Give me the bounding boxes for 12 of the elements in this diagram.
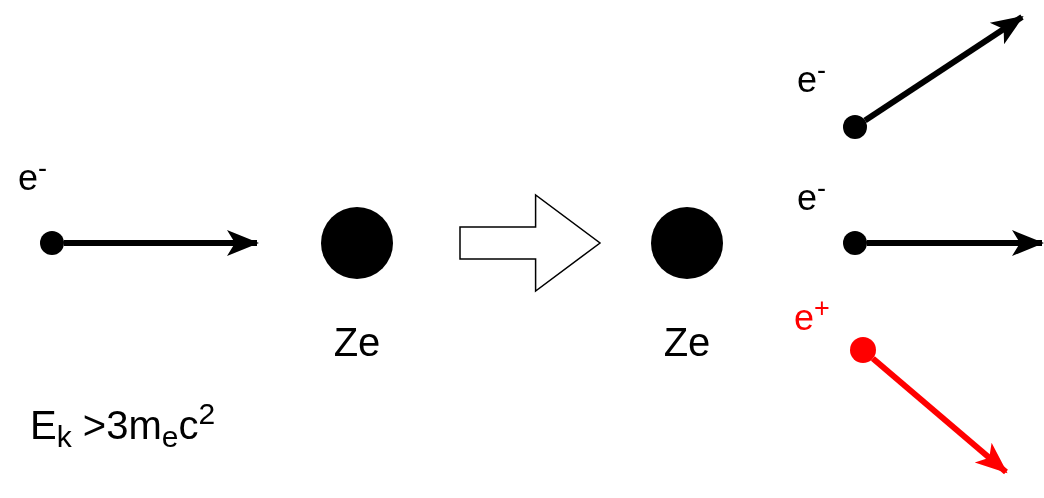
- arrow: [64, 230, 259, 256]
- particle-label: e$^{+}$: [794, 300, 830, 336]
- hollow-arrow: [459, 193, 602, 293]
- particle-label: e$^{-}$: [18, 160, 48, 196]
- energy-condition: E$_{k}$ >3m$_{e}$c$^{2}$: [30, 405, 216, 445]
- particle-label: Ze: [333, 322, 381, 362]
- arrow: [870, 356, 1008, 475]
- particle-label: e$^{-}$: [797, 62, 827, 98]
- arrow: [863, 14, 1024, 123]
- arrow: [867, 230, 1044, 256]
- particle-label: e$^{-}$: [797, 180, 827, 216]
- particle-label: Ze: [663, 322, 711, 362]
